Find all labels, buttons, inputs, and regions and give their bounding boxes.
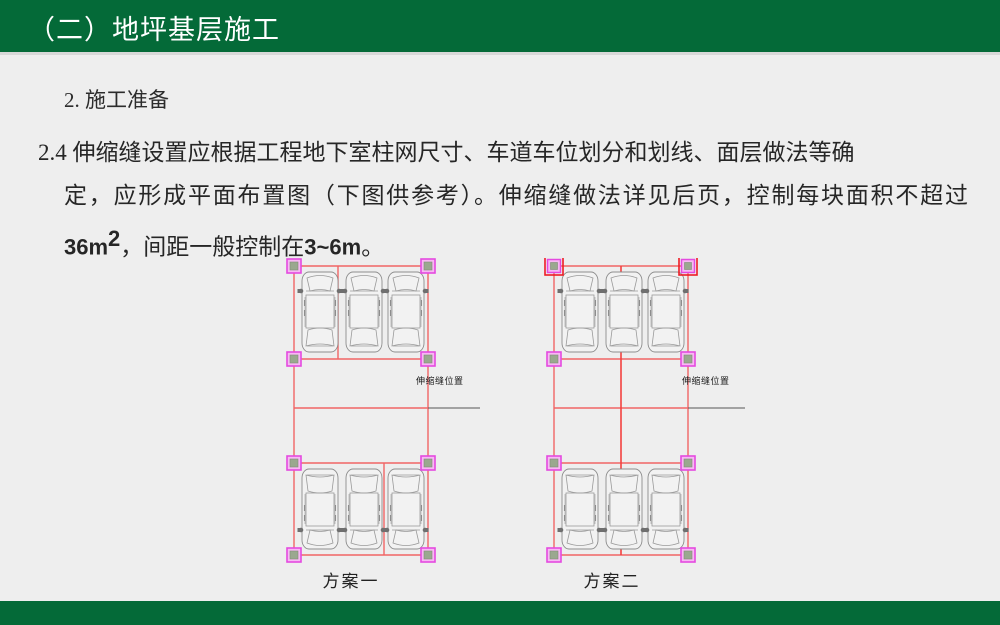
content-area: 2. 施工准备 2.4 伸缩缝设置应根据工程地下室柱网尺寸、车道车位划分和划线、… (0, 55, 1000, 600)
plan-one-upper-cars (296, 271, 430, 353)
spacing-value: 3~6m (304, 234, 362, 260)
paragraph-line-2a: 定，应形成平面布置图（下图供参考）。伸缩缝做法详见后页，控制每块面积不超 (64, 183, 945, 208)
plan-one-joint-label: 伸缩缝位置 (416, 376, 464, 386)
plan-one-caption: 方案一 (322, 572, 380, 591)
plan-two-caption: 方案二 (583, 572, 641, 591)
diagram-plan-one: 伸缩缝位置 (276, 258, 486, 563)
plan-two-joint-label: 伸缩缝位置 (682, 376, 730, 386)
plan-two-lower-cars (558, 469, 689, 549)
body-paragraph: 2.4 伸缩缝设置应根据工程地下室柱网尺寸、车道车位划分和划线、面层做法等确 定… (38, 131, 968, 269)
area-unit-exponent: 2 (108, 226, 121, 251)
paragraph-line-2b: 过 (945, 183, 968, 208)
paragraph-line-2: 定，应形成平面布置图（下图供参考）。伸缩缝做法详见后页，控制每块面积不超过 36m… (38, 174, 968, 269)
page-title: （二）地坪基层施工 (28, 15, 280, 45)
section-subheading: 2. 施工准备 (64, 88, 169, 112)
plan-two-svg (544, 258, 745, 563)
header-band (0, 0, 1000, 52)
header-divider (0, 52, 1000, 55)
plan-one-svg (286, 258, 480, 563)
diagram-plan-two: 伸缩缝位置 (536, 258, 751, 563)
paragraph-line-2c: ，间距一般控制在 (120, 234, 305, 260)
area-value: 36m (64, 234, 109, 260)
plan-two-upper-cars (556, 271, 690, 353)
paragraph-line-2d: 。 (361, 234, 385, 260)
plan-one-lower-cars (298, 469, 429, 549)
plan-two-joint-lines (553, 265, 689, 556)
footer-band (0, 601, 1000, 625)
paragraph-line-1: 2.4 伸缩缝设置应根据工程地下室柱网尺寸、车道车位划分和划线、面层做法等确 (38, 140, 855, 165)
